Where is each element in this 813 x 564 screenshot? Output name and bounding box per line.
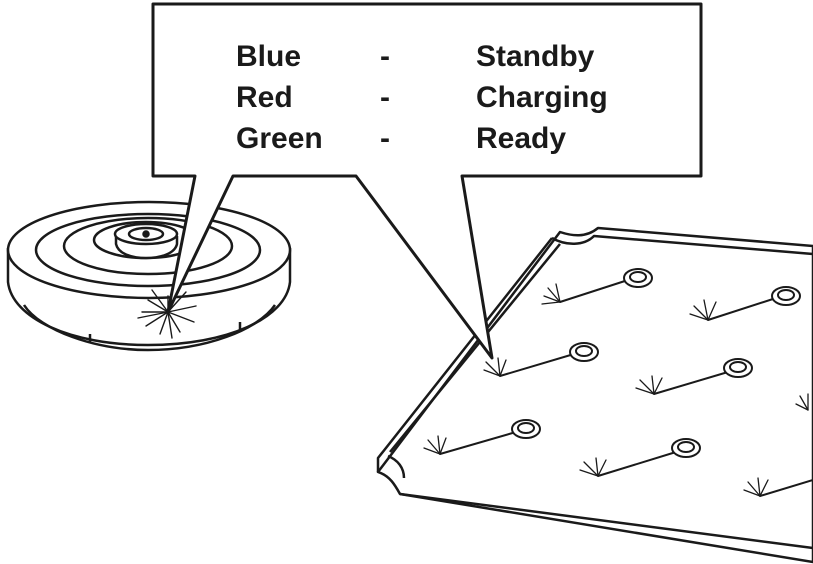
charging-pad-spark (423, 419, 541, 455)
charging-pad-spark (635, 358, 753, 395)
charging-pads (423, 268, 813, 497)
charging-pad-spark (541, 268, 653, 305)
charging-mat (376, 226, 813, 564)
legend-status-standby: Standby (476, 40, 595, 73)
charging-pad-spark (483, 342, 599, 377)
legend-color-blue: Blue (236, 40, 302, 73)
legend-color-red: Red (236, 81, 293, 114)
legend-status-charging: Charging (476, 81, 608, 114)
callout-box (151, 2, 703, 360)
charging-pad-spark (579, 438, 701, 477)
led-indicator-flash (137, 289, 197, 339)
legend-separator: - (380, 81, 390, 114)
charging-pad-spark (689, 286, 801, 321)
charging-pad-spark (743, 477, 813, 497)
charging-hub-device (6, 200, 292, 352)
legend-color-green: Green (236, 122, 323, 155)
legend-separator: - (380, 122, 390, 155)
legend-separator: - (380, 40, 390, 73)
legend-status-ready: Ready (476, 122, 567, 155)
charging-pad-spark (795, 393, 809, 411)
